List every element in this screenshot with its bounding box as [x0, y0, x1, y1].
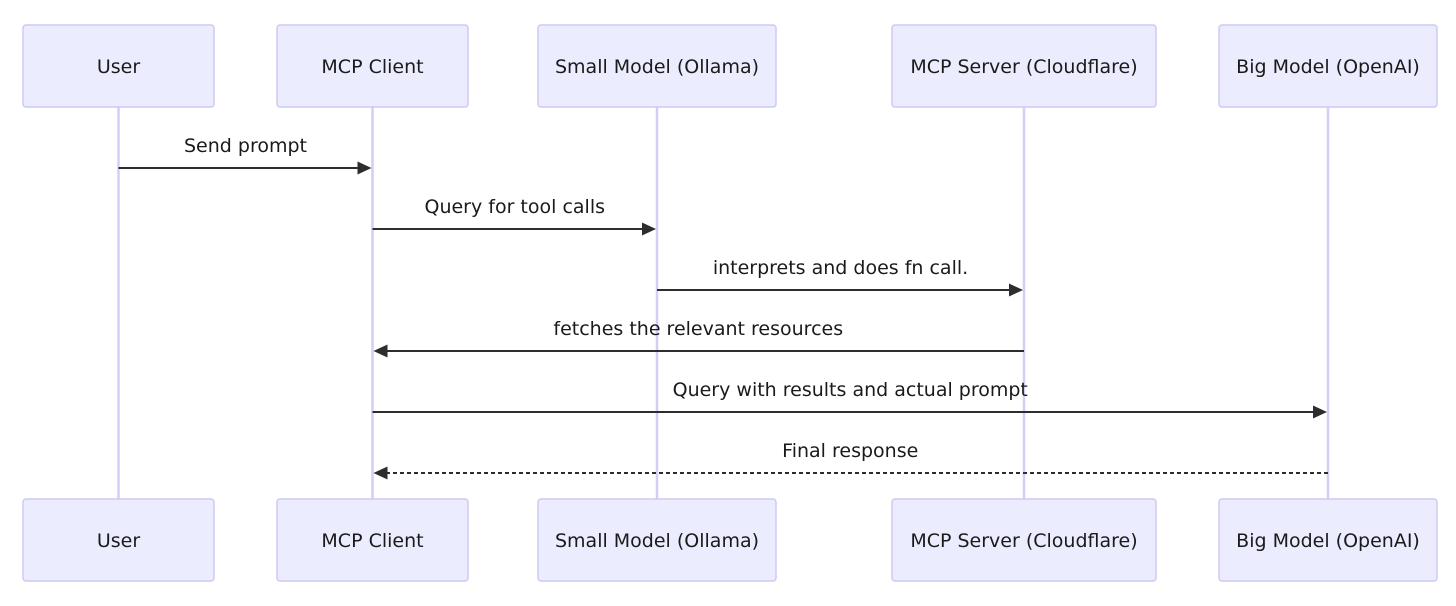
participant-client-bottom: MCP Client: [276, 498, 469, 582]
participant-label: MCP Client: [321, 530, 423, 552]
participant-box: [1218, 498, 1438, 582]
participant-box: [537, 24, 777, 108]
message-label: interprets and does fn call.: [713, 257, 968, 279]
message-5: Query with results and actual prompt: [372, 379, 1327, 419]
message-label: Final response: [782, 440, 918, 462]
participant-label: MCP Server (Cloudflare): [910, 56, 1137, 78]
participant-box: [891, 498, 1157, 582]
message-3: interprets and does fn call.: [657, 257, 1023, 297]
participant-box: [22, 24, 215, 108]
actors-bottom: User MCP Client Small Model (Ollama) MCP Se…: [22, 498, 1438, 582]
participant-label: Small Model (Ollama): [555, 56, 759, 78]
participant-big-bottom: Big Model (OpenAI): [1218, 498, 1438, 582]
actors-top: User MCP Client Small Model (Ollama) MCP Se…: [22, 24, 1438, 108]
arrowhead-icon: [357, 161, 372, 175]
message-4: fetches the relevant resources: [373, 318, 1024, 358]
participant-user-top: User: [22, 24, 215, 108]
participant-box: [22, 498, 215, 582]
message-label: Send prompt: [184, 135, 307, 157]
participant-server-top: MCP Server (Cloudflare): [891, 24, 1157, 108]
participant-box: [276, 498, 469, 582]
participant-small-bottom: Small Model (Ollama): [537, 498, 777, 582]
message-label: Query with results and actual prompt: [673, 379, 1028, 401]
participant-label: Big Model (OpenAI): [1236, 530, 1420, 552]
message-label: fetches the relevant resources: [553, 318, 843, 340]
participant-label: User: [97, 530, 140, 552]
message-label: Query for tool calls: [424, 196, 605, 218]
arrowhead-icon: [373, 344, 388, 358]
lifelines: [117, 107, 1330, 499]
participant-label: MCP Server (Cloudflare): [910, 530, 1137, 552]
participant-client-top: MCP Client: [276, 24, 469, 108]
participant-label: User: [97, 56, 140, 78]
message-6: Final response: [373, 440, 1328, 480]
participant-box: [276, 24, 469, 108]
participant-box: [1218, 24, 1438, 108]
participant-server-bottom: MCP Server (Cloudflare): [891, 498, 1157, 582]
arrowhead-icon: [1009, 283, 1023, 297]
participant-user-bottom: User: [22, 498, 215, 582]
message-2: Query for tool calls: [372, 196, 656, 236]
participant-label: Big Model (OpenAI): [1236, 56, 1420, 78]
participant-small-top: Small Model (Ollama): [537, 24, 777, 108]
participant-box: [891, 24, 1157, 108]
arrowhead-icon: [1313, 405, 1327, 419]
arrowhead-icon: [642, 222, 656, 236]
message-1: Send prompt: [118, 135, 372, 175]
participant-big-top: Big Model (OpenAI): [1218, 24, 1438, 108]
arrowhead-icon: [373, 466, 388, 480]
participant-label: MCP Client: [321, 56, 423, 78]
participant-box: [537, 498, 777, 582]
participant-label: Small Model (Ollama): [555, 530, 759, 552]
